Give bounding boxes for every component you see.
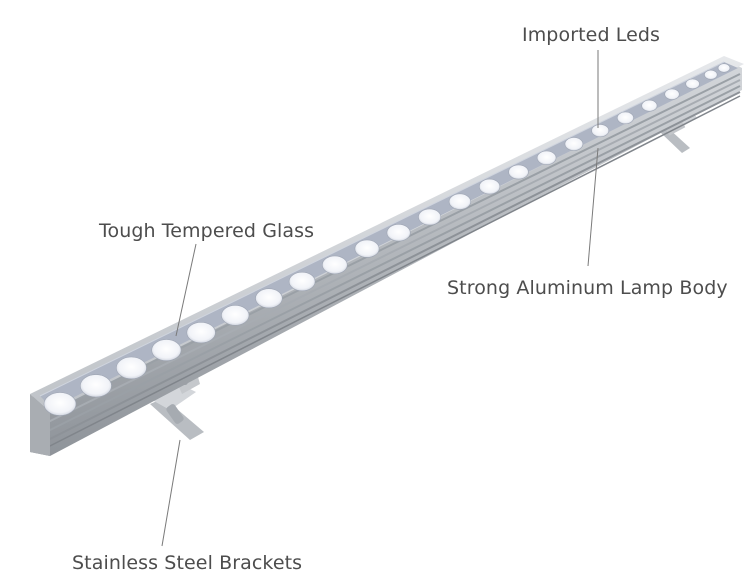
led-lens [564,137,584,151]
led-array [43,63,731,416]
imported-leds-label: Imported Leds [522,24,661,46]
led-lens [354,239,380,258]
led-lens [448,193,472,210]
led-lens [641,99,658,112]
strong-aluminum-lamp-body-label: Strong Aluminum Lamp Body [447,277,728,299]
led-lens [717,63,731,73]
leader-line-glass [175,243,197,337]
led-lens [386,224,411,242]
led-lens [508,164,529,180]
led-lens [664,88,680,100]
led-lens [321,255,348,275]
led-lens [43,392,77,416]
led-lens [80,374,112,398]
led-lens [685,78,700,90]
led-lens [288,271,316,292]
led-lens [704,69,718,80]
led-lens [418,208,442,226]
tough-tempered-glass-label: Tough Tempered Glass [99,220,315,242]
led-lens [115,356,147,380]
led-lens [536,150,557,165]
led-lens [255,288,283,309]
stainless-steel-brackets-label: Stainless Steel Brackets [72,552,303,574]
leader-line-bracket [161,439,181,547]
led-lens [151,339,182,362]
led-lens [616,111,634,125]
led-lens [221,304,250,326]
leader-line-body [587,147,599,267]
led-lens [479,178,501,195]
led-lens [591,124,610,138]
led-lens [186,322,216,344]
